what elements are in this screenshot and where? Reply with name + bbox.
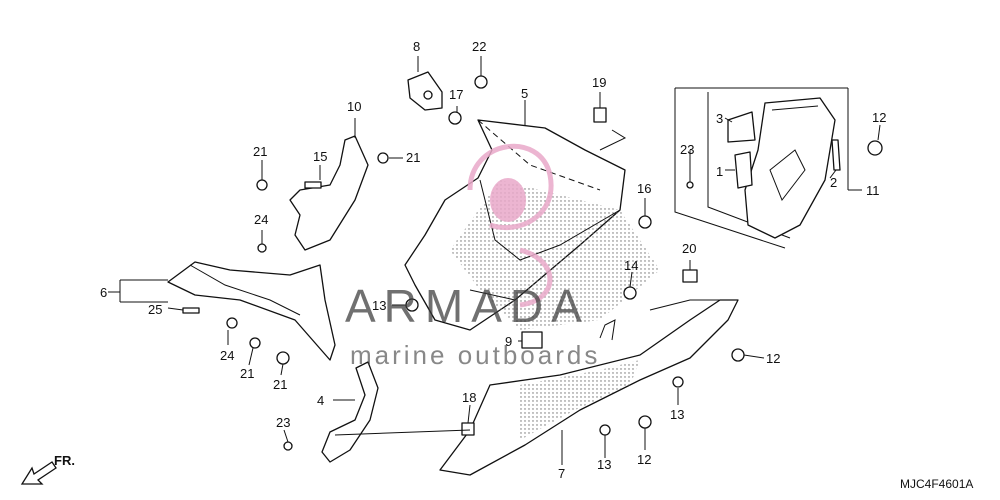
side-fairing-part [167, 261, 336, 361]
callout-24-a: 24 [254, 212, 268, 227]
callout-labels: 8 22 17 5 19 10 21 15 21 24 6 25 24 21 2… [100, 39, 886, 481]
fasteners [182, 75, 883, 451]
watermark-brand: ARMADA [345, 280, 590, 332]
callout-13-c: 13 [597, 457, 611, 472]
bracket-part [289, 135, 369, 251]
callout-12-c: 12 [637, 452, 651, 467]
lower-cowl-part [439, 299, 739, 476]
callout-4: 4 [317, 393, 324, 408]
callout-6: 6 [100, 285, 107, 300]
armada-logo-icon [467, 143, 554, 308]
direction-label: FR. [54, 453, 75, 468]
callout-23-b: 23 [276, 415, 290, 430]
diagram-code: MJC4F4601A [900, 477, 973, 491]
callout-23-a: 23 [680, 142, 694, 157]
callout-21-a: 21 [253, 144, 267, 159]
inner-panel-assembly-part [674, 87, 848, 249]
callout-21-d: 21 [273, 377, 287, 392]
callout-10: 10 [347, 99, 361, 114]
callout-12-b: 12 [766, 351, 780, 366]
front-direction-indicator: FR. [20, 453, 75, 485]
callout-21-c: 21 [240, 366, 254, 381]
callout-17: 17 [449, 87, 463, 102]
watermark-tagline: marine outboards [350, 340, 600, 370]
callout-14: 14 [624, 258, 638, 273]
callout-9: 9 [505, 334, 512, 349]
callout-1: 1 [716, 164, 723, 179]
leader-lines [108, 56, 881, 465]
direction-arrow-icon [20, 461, 57, 485]
inner-strip-part [321, 361, 379, 463]
callout-15: 15 [313, 149, 327, 164]
callout-18: 18 [462, 390, 476, 405]
callout-12-a: 12 [872, 110, 886, 125]
callout-24-b: 24 [220, 348, 234, 363]
stay-part [407, 71, 443, 111]
callout-7: 7 [558, 466, 565, 481]
callout-16: 16 [637, 181, 651, 196]
callout-19: 19 [592, 75, 606, 90]
callout-21-b: 21 [406, 150, 420, 165]
callout-2: 2 [830, 175, 837, 190]
callout-11: 11 [866, 183, 880, 198]
armada-watermark: ARMADA marine outboards [345, 143, 600, 370]
callout-13-b: 13 [670, 407, 684, 422]
callout-5: 5 [521, 86, 528, 101]
callout-8: 8 [413, 39, 420, 54]
callout-20: 20 [682, 241, 696, 256]
callout-3: 3 [716, 111, 723, 126]
callout-13-a: 13 [372, 298, 386, 313]
callout-25: 25 [148, 302, 162, 317]
callout-22: 22 [472, 39, 486, 54]
